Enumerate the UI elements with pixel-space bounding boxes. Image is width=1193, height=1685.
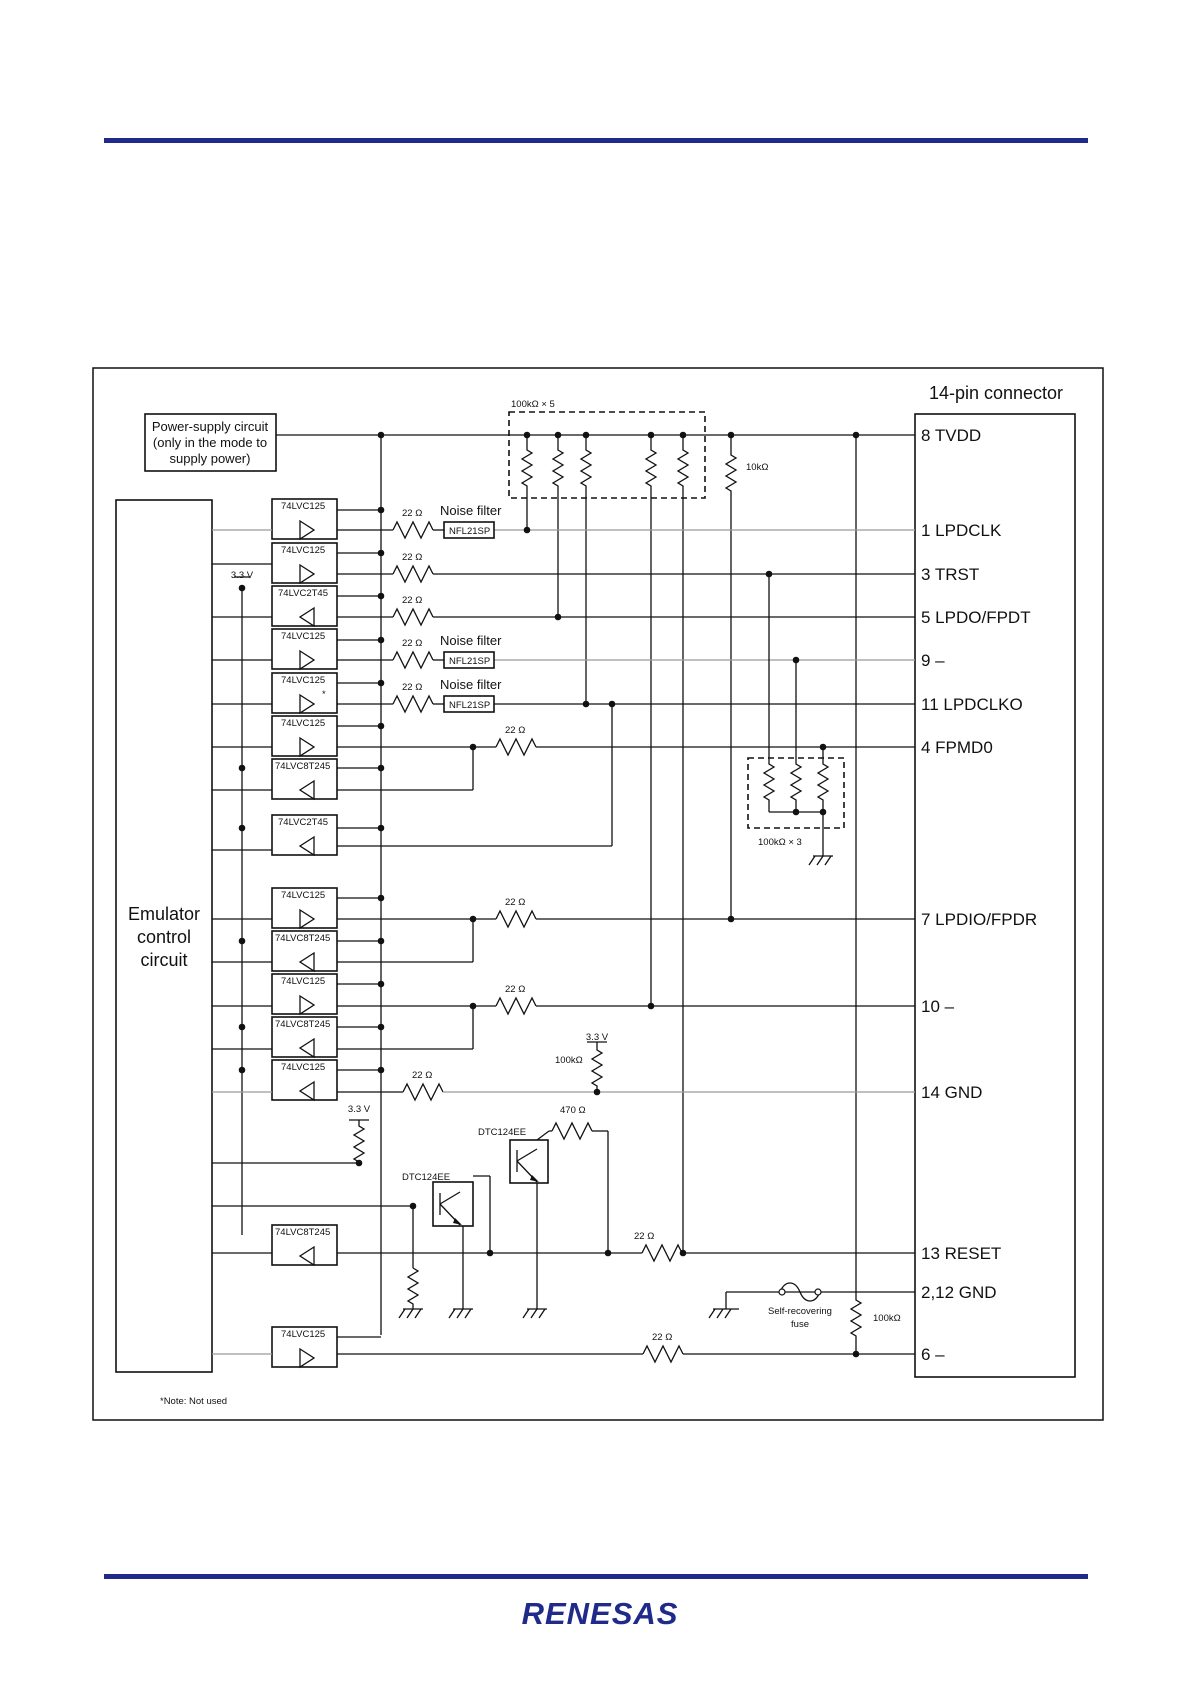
diagram-note: *Note: Not used [160,1396,227,1407]
svg-text:22 Ω: 22 Ω [505,897,525,908]
svg-text:100kΩ: 100kΩ [555,1055,583,1066]
svg-text:NFL21SP: NFL21SP [449,700,490,711]
buffer-note-mark: * [322,689,326,700]
junction-dots [238,431,860,1358]
power-supply-line1: Power-supply circuit [152,419,269,434]
svg-text:3.3 V: 3.3 V [586,1032,609,1043]
pin-5: 5 LPDO/FPDT [921,608,1031,627]
svg-text:74LVC125: 74LVC125 [281,501,325,512]
svg-text:22 Ω: 22 Ω [505,725,525,736]
r100k-pin6 [849,435,863,1351]
pin-4: 4 FPMD0 [921,738,993,757]
power-supply-line3: supply power) [170,451,251,466]
fuse-section: Self-recovering fuse [708,1282,915,1330]
buffer-triangles [298,519,316,1369]
emulator-line3: circuit [140,950,187,970]
svg-text:NFL21SP: NFL21SP [449,656,490,667]
pin-13: 13 RESET [921,1244,1001,1263]
reset-section: 3.3 V DTC124EE DTC124EE 470 Ω [348,1104,609,1319]
svg-text:74LVC125: 74LVC125 [281,631,325,642]
buffer-labels: 74LVC125 74LVC125 74LVC2T45 74LVC125 74L… [275,501,330,1340]
diagram-frame [92,367,1104,1421]
svg-text:22 Ω: 22 Ω [402,638,422,649]
emulator-control-box [115,499,213,1373]
svg-text:22 Ω: 22 Ω [402,682,422,693]
pin-10: 10 – [921,997,955,1016]
connector-title: 14-pin connector [929,383,1063,403]
emulator-line1: Emulator [128,904,200,924]
svg-text:DTC124EE: DTC124EE [478,1127,526,1138]
buffer-stack [271,498,338,1368]
gnd-pullup: 3.3 V 100kΩ [555,1032,609,1092]
signal-lines [212,520,915,1364]
footer-rule [104,1574,1088,1579]
svg-text:DTC124EE: DTC124EE [402,1172,450,1183]
svg-text:22 Ω: 22 Ω [634,1231,654,1242]
svg-text:74LVC8T245: 74LVC8T245 [275,933,330,944]
svg-text:Noise filter: Noise filter [440,503,502,518]
pulldown-resistors [762,574,833,866]
r10k-label: 10kΩ [746,462,768,473]
pin-7: 7 LPDIO/FPDR [921,910,1037,929]
power-supply-box [144,413,277,472]
svg-text:74LVC125: 74LVC125 [281,545,325,556]
r22-labels: 22 Ω 22 Ω 22 Ω 22 Ω 22 Ω 22 Ω 22 Ω 22 Ω … [402,508,672,1343]
connector-body [914,413,1076,1378]
svg-text:74LVC125: 74LVC125 [281,976,325,987]
svg-text:22 Ω: 22 Ω [402,508,422,519]
svg-text:74LVC2T45: 74LVC2T45 [278,817,328,828]
pin-6: 6 – [921,1345,945,1364]
svg-text:74LVC125: 74LVC125 [281,890,325,901]
enable-lines [337,509,381,1338]
svg-text:22 Ω: 22 Ω [402,552,422,563]
header-rule [104,138,1088,143]
pulldown-array-outline [747,757,845,829]
svg-text:74LVC8T245: 74LVC8T245 [275,761,330,772]
svg-text:470 Ω: 470 Ω [560,1105,586,1116]
pin-9: 9 – [921,651,945,670]
svg-text:22 Ω: 22 Ω [402,595,422,606]
svg-text:74LVC2T45: 74LVC2T45 [278,588,328,599]
svg-text:Noise filter: Noise filter [440,633,502,648]
bus-3v3-label: 3.3 V [231,570,254,581]
pullup-resistors [520,435,690,1255]
svg-text:NFL21SP: NFL21SP [449,526,490,537]
r100k-pin6-label: 100kΩ [873,1313,901,1324]
r10k [724,435,738,920]
pin-14: 14 GND [921,1083,982,1102]
svg-text:74LVC125: 74LVC125 [281,1329,325,1340]
svg-text:74LVC8T245: 74LVC8T245 [275,1227,330,1238]
power-supply-line2: (only in the mode to [153,435,267,450]
pin-1: 1 LPDCLK [921,521,1002,540]
renesas-logo: RENESAS [521,1596,679,1631]
svg-text:22 Ω: 22 Ω [652,1332,672,1343]
pullup-array-label: 100kΩ × 5 [511,399,555,410]
noise-filters: NFL21SP Noise filter NFL21SP Noise filte… [440,503,502,713]
pin-3: 3 TRST [921,565,979,584]
svg-text:fuse: fuse [791,1319,809,1330]
svg-text:22 Ω: 22 Ω [505,984,525,995]
svg-text:74LVC8T245: 74LVC8T245 [275,1019,330,1030]
pulldown-array-label: 100kΩ × 3 [758,837,802,848]
svg-text:22 Ω: 22 Ω [412,1070,432,1081]
svg-text:3.3 V: 3.3 V [348,1104,371,1115]
pin-11: 11 LPDCLKO [921,695,1023,714]
pin-2-12: 2,12 GND [921,1283,997,1302]
pullup-array-outline [508,411,706,499]
svg-text:Noise filter: Noise filter [440,677,502,692]
svg-text:Self-recovering: Self-recovering [768,1306,832,1317]
svg-text:74LVC125: 74LVC125 [281,1062,325,1073]
svg-text:74LVC125: 74LVC125 [281,718,325,729]
emulator-line2: control [137,927,191,947]
pin-8: 8 TVDD [921,426,981,445]
svg-text:74LVC125: 74LVC125 [281,675,325,686]
connector-pins: 8 TVDD 1 LPDCLK 3 TRST 5 LPDO/FPDT 9 – 1… [921,426,1037,1364]
